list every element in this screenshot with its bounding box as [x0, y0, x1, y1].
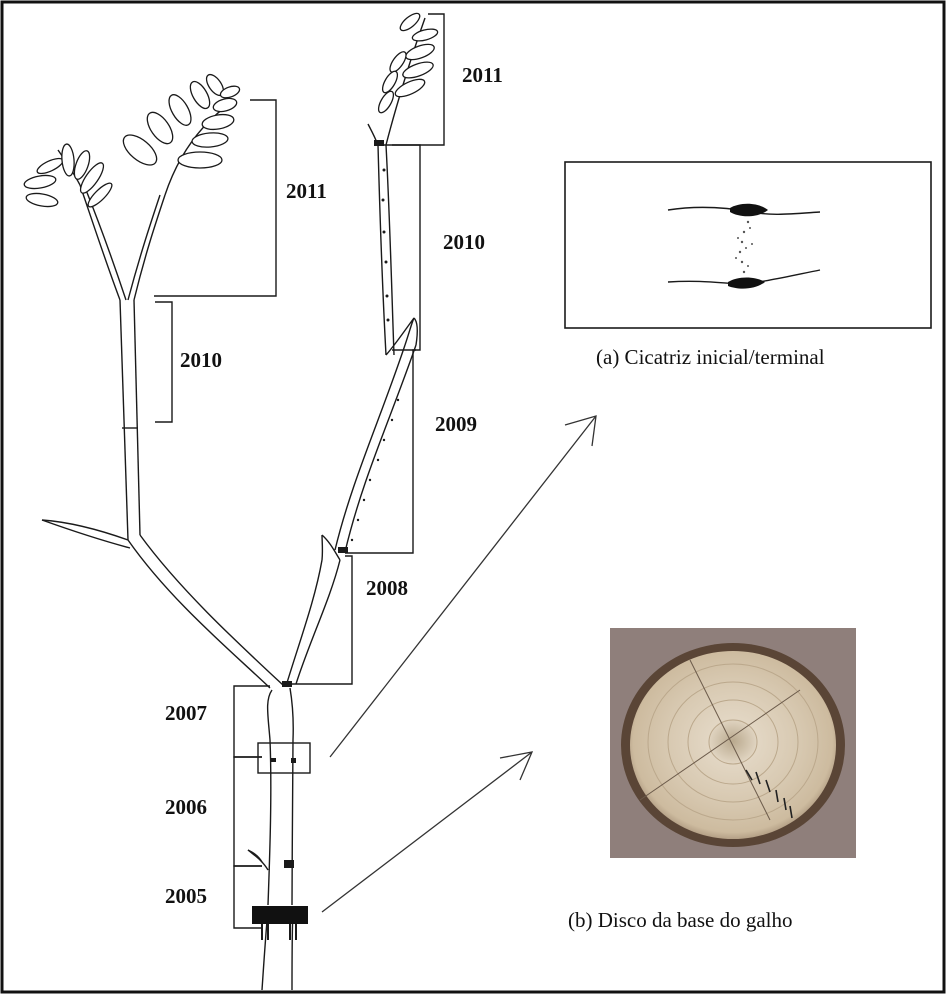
bracket-2008 — [292, 556, 352, 684]
leaf-top — [376, 10, 439, 114]
label-left-2010: 2010 — [180, 348, 222, 372]
scar-marks — [270, 758, 296, 763]
caption-disc: (b) Disco da base do galho — [568, 908, 793, 932]
bracket-2009 — [345, 350, 416, 553]
leaf-left-small — [23, 144, 115, 210]
label-left-2011: 2011 — [286, 179, 327, 203]
bracket-left-2010 — [155, 302, 172, 422]
left-branch — [42, 100, 284, 688]
bracket-2007 — [234, 686, 270, 757]
main-stem — [248, 18, 425, 990]
label-top-2010: 2010 — [443, 230, 485, 254]
leaf-left-large — [118, 72, 241, 171]
label-2005: 2005 — [165, 884, 207, 908]
scar-detail-box — [565, 162, 931, 328]
caption-scar: (a) Cicatriz inicial/terminal — [596, 345, 825, 369]
arrow-to-disc-photo — [322, 752, 532, 912]
scar-highlight-box — [258, 743, 310, 773]
base-disc-lines — [262, 924, 296, 940]
label-2008: 2008 — [366, 576, 408, 600]
base-disc-cut — [252, 906, 308, 924]
label-2009: 2009 — [435, 412, 477, 436]
label-2006: 2006 — [165, 795, 207, 819]
label-top-2011: 2011 — [462, 63, 503, 87]
label-2007: 2007 — [165, 701, 207, 725]
